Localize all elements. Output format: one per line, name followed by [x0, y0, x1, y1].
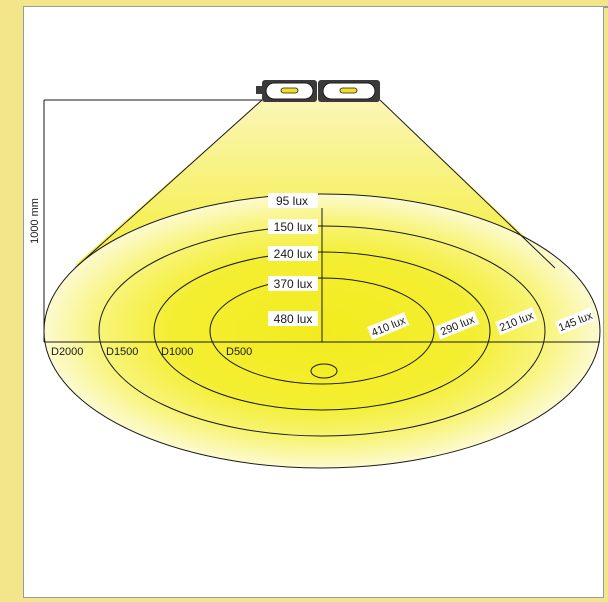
lux-label-370: 370 lux — [274, 277, 313, 291]
lux-label-150: 150 lux — [274, 220, 313, 234]
center-spot — [310, 363, 338, 379]
diameter-label-d2000: D2000 — [51, 346, 83, 358]
lux-label-480: 480 lux — [274, 312, 313, 326]
diameter-label-d1000: D1000 — [161, 346, 193, 358]
diameter-label-d500: D500 — [226, 346, 252, 358]
beam-edge-right — [379, 99, 556, 269]
fixture-mount — [256, 86, 262, 94]
lux-label-240: 240 lux — [274, 247, 313, 261]
axis-label-370: 370 lux — [268, 276, 318, 291]
axis-label-240: 240 lux — [268, 246, 318, 261]
light-fixture — [256, 80, 380, 102]
axis-label-480: 480 lux — [268, 311, 318, 326]
lamp-left — [280, 87, 299, 94]
beam-edge-left — [74, 99, 263, 269]
axis-label-95: 95 lux — [268, 193, 318, 208]
axis-label-150: 150 lux — [268, 219, 318, 234]
lux-label-95: 95 lux — [276, 194, 308, 208]
lamp-right — [339, 87, 358, 94]
diameter-label-d1500: D1500 — [106, 346, 138, 358]
height-label: 1000 mm — [29, 198, 41, 244]
